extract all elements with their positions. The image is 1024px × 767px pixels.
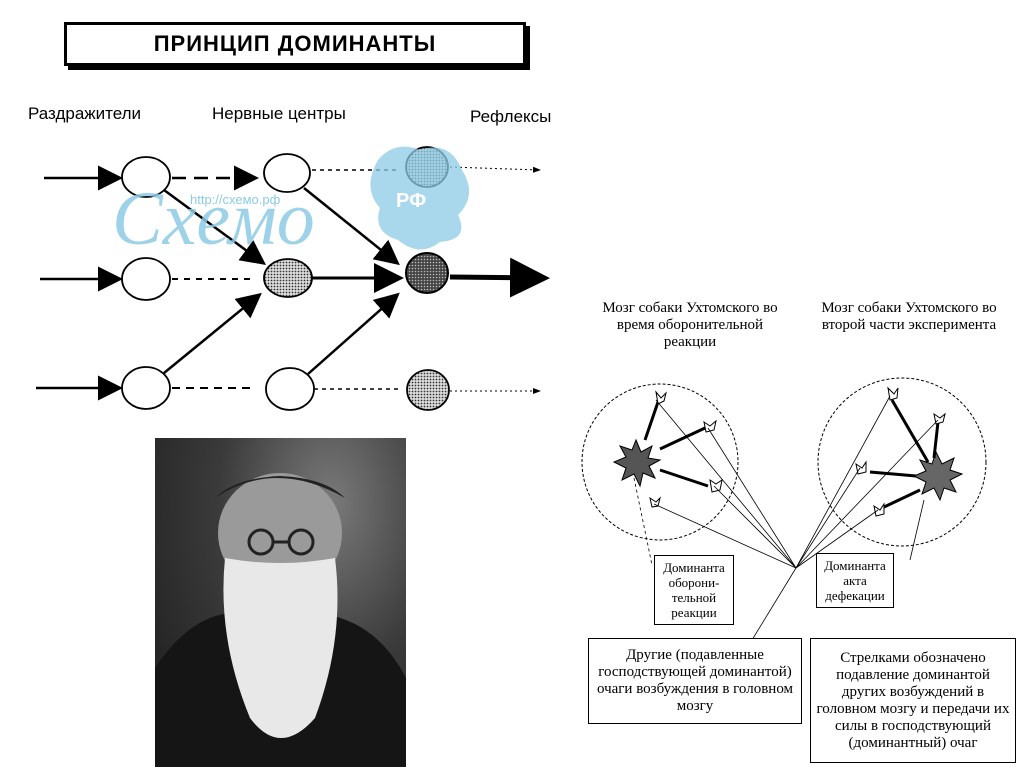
- dominant-focus-defecation: [912, 450, 964, 502]
- afferent-neuron-1: [121, 156, 171, 198]
- caption-right-brain: Мозг собаки Ухтомского во второй части э…: [821, 300, 997, 333]
- note-suppressed-foci: Другие (подавленные господствующей домин…: [588, 638, 802, 724]
- watermark-badge: РФ: [396, 190, 427, 212]
- dominant-focus-defense: [612, 438, 662, 488]
- center-neuron-1: [263, 153, 311, 193]
- brain-diagram-left: [581, 383, 739, 566]
- note-arrows-meaning: Стрелками обозначено подавление доминант…: [810, 638, 1016, 763]
- page-title: ПРИНЦИП ДОМИНАНТЫ: [64, 22, 526, 66]
- dominant-arrow-3: [307, 292, 400, 375]
- watermark-word: Схемо: [112, 177, 315, 261]
- afferent-neuron-2: [121, 257, 171, 301]
- convergence-arrow-2: [163, 292, 262, 374]
- pointer-lines: [653, 395, 939, 641]
- label-dominant-defecation: Доминанта акта дефекации: [816, 553, 894, 608]
- header-reflexes: Рефлексы: [470, 107, 552, 126]
- header-centers: Нервные центры: [212, 104, 346, 123]
- watermark-url: http://схемо.рф: [190, 192, 281, 207]
- label-dominant-defense: Доминанта оборони-тельной реакции: [654, 555, 734, 625]
- header-stimuli: Раздражители: [28, 104, 142, 123]
- dominant-center: [263, 258, 313, 298]
- portrait-photo: [155, 438, 406, 767]
- brain-diagram-right: [817, 377, 987, 561]
- watermark-logo: [370, 146, 470, 250]
- reflex-neuron-3: [406, 369, 450, 411]
- center-neuron-3: [265, 367, 315, 411]
- convergence-arrow-1: [163, 188, 267, 265]
- dominant-reflex-output: [449, 257, 550, 298]
- dominant-reflex-neuron: [405, 252, 449, 294]
- reflex-output-1: [449, 166, 541, 173]
- afferent-neuron-3: [121, 366, 171, 410]
- caption-left-brain: Мозг собаки Ухтомского во время оборонит…: [602, 300, 778, 350]
- dominant-arrow-1: [303, 187, 400, 266]
